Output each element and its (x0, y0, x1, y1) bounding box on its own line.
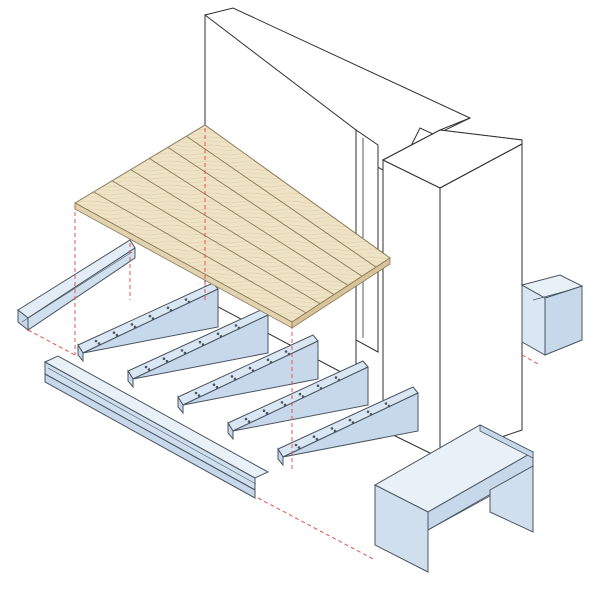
deck-board-seam (149, 158, 349, 286)
bracket-bolt-hole (384, 402, 388, 405)
bracket-bolt-hole (187, 300, 191, 304)
bracket-bolt-hole (112, 331, 116, 335)
steel-bracket (77, 282, 219, 363)
alignment-guide-lines (27, 128, 541, 561)
bracket-bolt-hole (212, 383, 216, 387)
bracket-bolt-hole (280, 401, 284, 404)
deck-board-seam (167, 146, 363, 277)
bracket-web (232, 366, 369, 432)
bracket-bolt-hole (166, 306, 170, 310)
steel-bracket (227, 360, 369, 441)
side-support-box (520, 274, 584, 356)
bracket-web (282, 392, 419, 458)
bracket-end (127, 369, 134, 389)
bracket-bolt-hole (298, 392, 302, 396)
bracket-bolt-hole (283, 403, 287, 407)
bracket-bolt-hole (301, 395, 305, 398)
bracket-bolt-hole (169, 309, 173, 312)
bracket-bolt-hole (233, 377, 237, 381)
bracket-bolt-hole (247, 420, 251, 423)
bracket-web (132, 314, 269, 380)
bracket-bolt-hole (165, 359, 169, 363)
bracket-bolt-hole (94, 339, 98, 343)
bracket-bolt-hole (351, 421, 355, 424)
bracket-bolt-hole (133, 325, 137, 329)
bracket-bolt-hole (319, 387, 323, 390)
bracket-bolt-hole (348, 418, 352, 422)
bracket-bolt-hole (315, 437, 319, 441)
bracket-bolt-hole (287, 352, 291, 356)
bracket-bolt-hole (148, 314, 152, 318)
bracket-bolt-hole (215, 385, 219, 389)
bracket-bolt-hole (237, 326, 241, 330)
wall-pilaster (381, 117, 523, 459)
bracket-bolt-hole (333, 429, 337, 433)
bracket-end (227, 421, 234, 441)
bracket-bolt-hole (297, 446, 301, 449)
bracket-bolt-hole (366, 410, 370, 414)
bracket-bolt-hole (183, 351, 187, 355)
bracket-bolt-hole (251, 369, 255, 372)
bracket-bolt-hole (369, 413, 373, 416)
bracket-bolt-hole (130, 323, 134, 326)
bracket-bolt-hole (230, 375, 234, 378)
steel-bracket (177, 334, 319, 415)
bracket-bolt-hole (216, 332, 220, 336)
front-edge-channel (43, 355, 270, 499)
bracket-bolt-hole (197, 394, 201, 397)
bracket-bolt-hole (180, 349, 184, 352)
deck-board-seam (130, 169, 335, 295)
deck-board-seam (93, 191, 307, 314)
bracket-bolt-hole (265, 411, 269, 415)
bracket-web (182, 340, 319, 406)
bracket-bolt-hole (198, 340, 202, 344)
bracket-bolt-hole (284, 350, 288, 353)
bracket-bolt-hole (248, 366, 252, 370)
bracket-bolt-hole (147, 368, 151, 371)
bracket-bolt-hole (151, 317, 155, 320)
bracket-bolt-hole (330, 427, 334, 430)
bracket-end (277, 447, 284, 467)
bracket-bolt-hole (266, 358, 270, 362)
bracket-bolt-hole (316, 384, 320, 388)
bracket-bolt-hole (387, 404, 391, 408)
bracket-bolt-hole (201, 343, 205, 346)
bracket-bolt-hole (184, 298, 188, 301)
deck-board-seam (111, 180, 321, 305)
bracket-bolt-hole (294, 443, 298, 447)
bracket-web (82, 288, 219, 354)
steel-bracket (277, 386, 419, 467)
bracket-bolt-hole (162, 357, 166, 361)
bracket-end (177, 395, 184, 415)
bracket-bolt-hole (312, 435, 316, 439)
bracket-bolt-hole (194, 391, 198, 395)
steel-bench-table (373, 424, 535, 573)
bracket-bolt-hole (269, 361, 273, 364)
deck-board-seam (186, 135, 377, 268)
bracket-bolt-hole (234, 324, 238, 327)
bracket-bolt-hole (334, 376, 338, 379)
bracket-bolt-hole (219, 335, 223, 338)
bracket-bolt-hole (144, 365, 148, 369)
bracket-bolt-hole (262, 409, 266, 413)
rear-wall-channel (17, 239, 136, 332)
bracket-bolt-hole (244, 417, 248, 421)
bracket-bolt-hole (115, 333, 119, 337)
bracket-end (77, 343, 84, 363)
bracket-bolt-hole (97, 342, 101, 345)
cantilever-steel-brackets (77, 282, 419, 467)
timber-deck-boards (73, 124, 391, 329)
bracket-bolt-hole (337, 378, 341, 382)
